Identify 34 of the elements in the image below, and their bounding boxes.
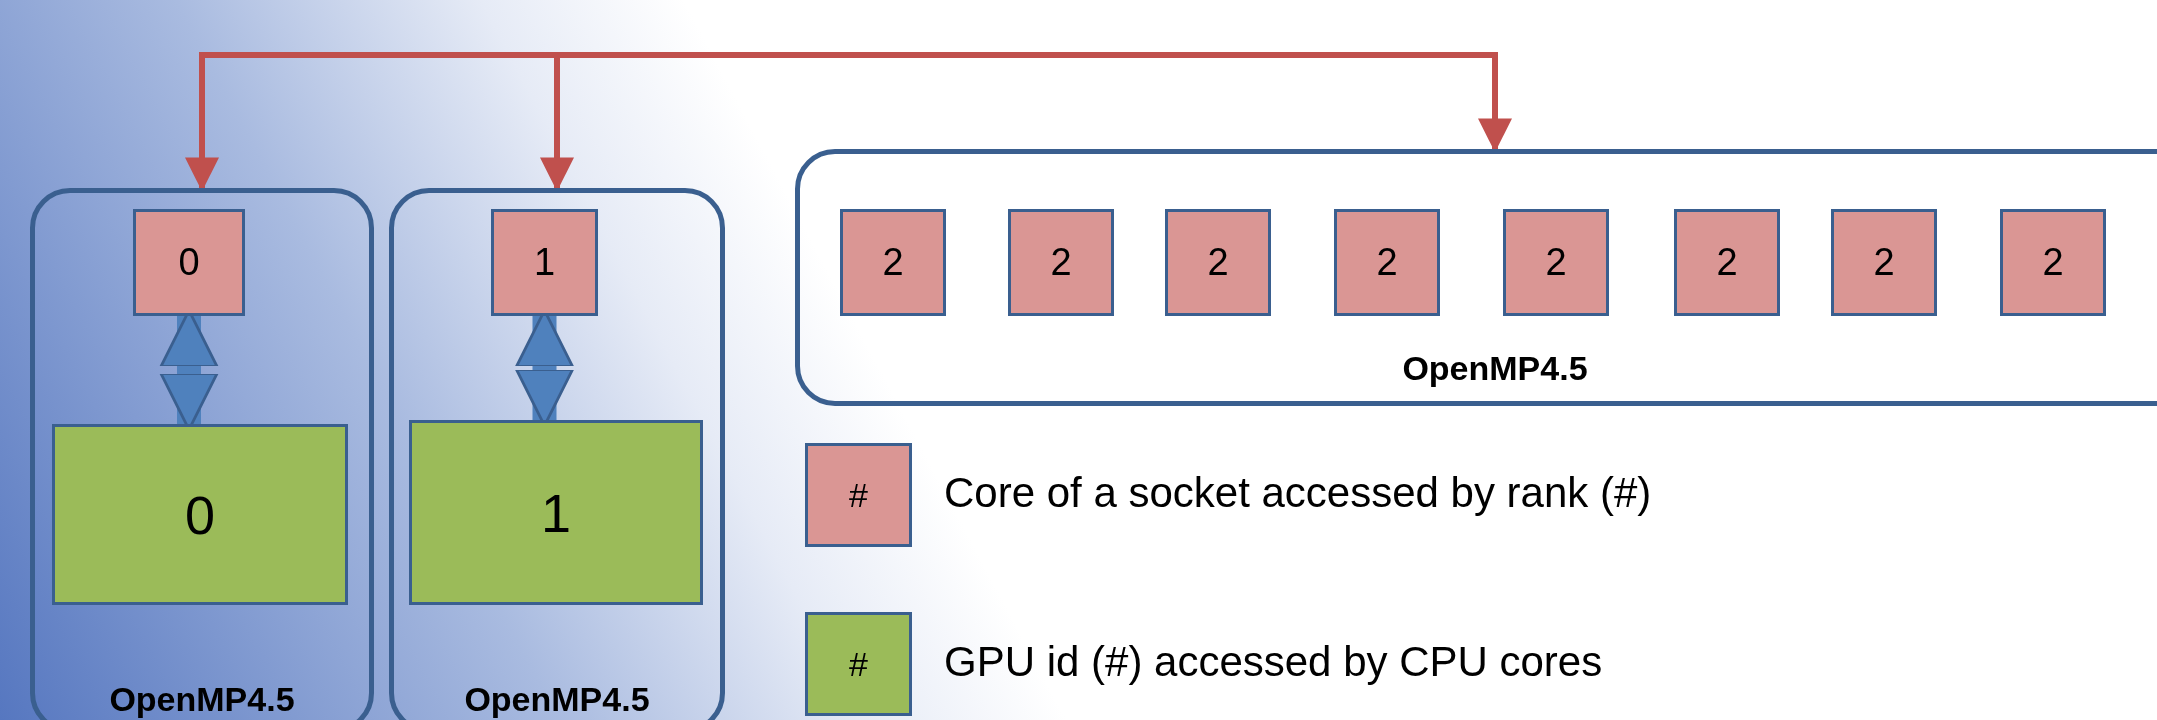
region-label: OpenMP4.5 xyxy=(1401,349,1589,388)
legend-text: GPU id (#) accessed by CPU cores xyxy=(944,638,1603,686)
openmp-region-box xyxy=(795,149,2157,406)
region-label: OpenMP4.5 xyxy=(108,680,296,719)
rank-number: 0 xyxy=(178,241,200,284)
rank-number: 2 xyxy=(1716,241,1738,284)
cpu-core-box xyxy=(133,209,245,316)
gpu-id: 1 xyxy=(540,481,571,544)
cpu-core-box xyxy=(2000,209,2106,316)
cpu-core-box xyxy=(840,209,946,316)
openmp-region-box xyxy=(389,188,725,720)
cpu-core-box xyxy=(491,209,598,316)
cpu-core-box xyxy=(1008,209,1114,316)
rank-number: 2 xyxy=(1545,241,1567,284)
region-label: OpenMP4.5 xyxy=(463,680,651,719)
legend-symbol: # xyxy=(848,643,869,685)
gpu-id: 0 xyxy=(184,483,215,546)
cpu-core-box xyxy=(1831,209,1937,316)
rank-number: 1 xyxy=(533,241,556,284)
openmp-region-box xyxy=(30,188,374,720)
legend-text: Core of a socket accessed by rank (#) xyxy=(944,469,1652,517)
cpu-core-box xyxy=(1165,209,1271,316)
legend-symbol: # xyxy=(848,474,869,516)
rank-number: 2 xyxy=(882,241,904,284)
gpu-box xyxy=(52,424,348,605)
rank-number: 2 xyxy=(1050,241,1072,284)
rank-number: 2 xyxy=(2042,241,2064,284)
cpu-core-box xyxy=(1503,209,1609,316)
gpu-box xyxy=(409,420,703,605)
rank-number: 2 xyxy=(1376,241,1398,284)
rank-number: 2 xyxy=(1873,241,1895,284)
cpu-core-box xyxy=(1674,209,1780,316)
rank-number: 2 xyxy=(1207,241,1229,284)
cpu-core-box xyxy=(1334,209,1440,316)
